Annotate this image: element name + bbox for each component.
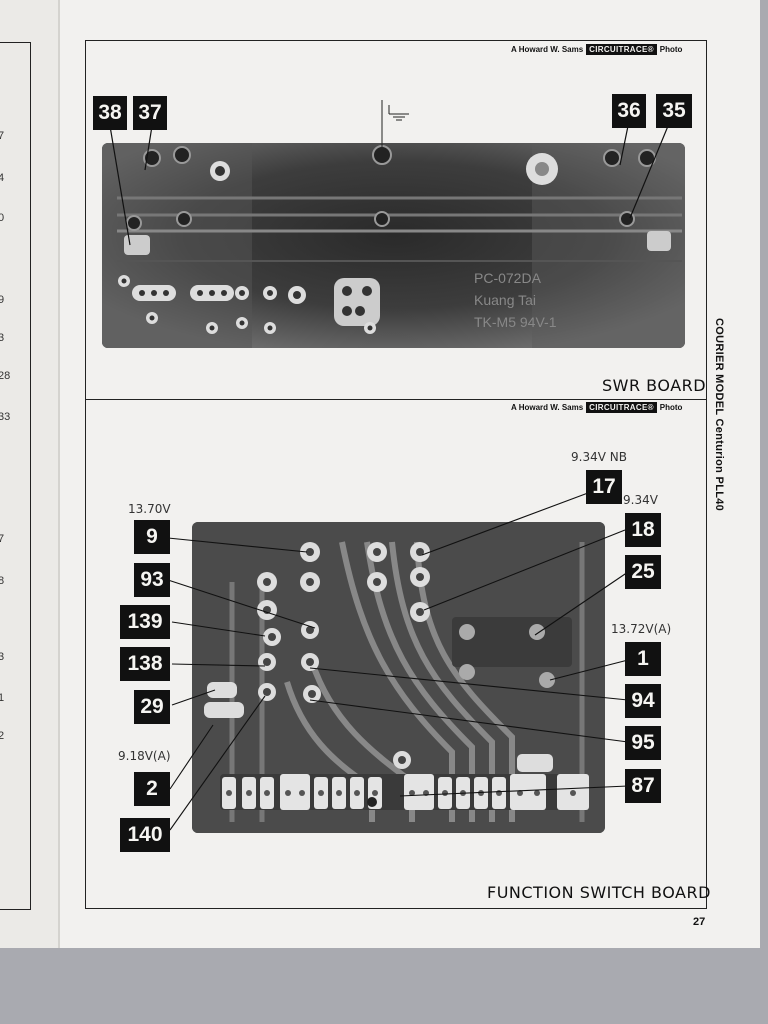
left-page-number: 3 <box>0 332 5 344</box>
function-leader-lines <box>167 486 629 831</box>
left-page-number: 33 <box>0 411 11 423</box>
voltage-label-2: 9.18V(A) <box>118 749 171 763</box>
tag-1: 1 <box>625 642 661 676</box>
tag-9: 9 <box>134 520 170 554</box>
tag-139: 139 <box>120 605 170 639</box>
tag-87: 87 <box>625 769 661 803</box>
left-page-edge: 7 4 0 9 3 28 33 7 8 3 1 2 <box>0 0 60 948</box>
tag-93: 93 <box>134 563 170 597</box>
figure-divider <box>85 399 707 400</box>
left-page-number: 9 <box>0 294 5 306</box>
ground-symbol-icon <box>375 100 415 160</box>
pcb-marking: Kuang Tai <box>474 292 536 308</box>
tag-25: 25 <box>625 555 661 589</box>
tag-36: 36 <box>612 94 646 128</box>
pcb-marking: TK-M5 94V-1 <box>474 314 557 330</box>
tag-37: 37 <box>133 96 167 130</box>
voltage-label-18: 9.34V <box>623 493 658 507</box>
photo-credit-swr: A Howard W. Sams CIRCUITRACE® Photo <box>511 44 682 55</box>
swr-board-photo: PC-072DA Kuang Tai TK-M5 94V-1 <box>102 143 685 348</box>
credit-prefix: A Howard W. Sams <box>511 403 584 412</box>
left-page-number: 8 <box>0 575 5 587</box>
page-number: 27 <box>693 916 706 928</box>
credit-brand: CIRCUITRACE® <box>586 44 657 55</box>
swr-board-title: SWR BOARD <box>602 376 707 395</box>
left-page-number: 3 <box>0 651 5 663</box>
left-page-number: 4 <box>0 172 5 184</box>
tag-138: 138 <box>120 647 170 681</box>
tag-18: 18 <box>625 513 661 547</box>
credit-suffix: Photo <box>659 403 683 412</box>
swr-leader-lines <box>109 125 669 246</box>
figure-frame <box>85 40 707 909</box>
side-title: COURIER MODEL Centurion PLL40 <box>713 318 725 512</box>
left-page-number: 2 <box>0 730 5 742</box>
left-page-number: 28 <box>0 370 11 382</box>
tag-2: 2 <box>134 772 170 806</box>
credit-brand: CIRCUITRACE® <box>586 402 657 413</box>
left-page-number: 0 <box>0 212 5 224</box>
tag-140: 140 <box>120 818 170 852</box>
photo-credit-function: A Howard W. Sams CIRCUITRACE® Photo <box>511 402 682 413</box>
manual-page: 7 4 0 9 3 28 33 7 8 3 1 2 A Howard W. Sa… <box>0 0 760 948</box>
pcb-marking: PC-072DA <box>474 270 542 286</box>
credit-suffix: Photo <box>659 45 683 54</box>
function-switch-board-title: FUNCTION SWITCH BOARD <box>487 883 711 902</box>
voltage-label-9: 13.70V <box>128 502 171 516</box>
tag-94: 94 <box>625 684 661 718</box>
tag-35: 35 <box>656 94 692 128</box>
left-page-number: 7 <box>0 130 5 142</box>
left-page-frame <box>0 42 31 910</box>
voltage-label-1: 13.72V(A) <box>611 622 672 636</box>
credit-prefix: A Howard W. Sams <box>511 45 584 54</box>
tag-29: 29 <box>134 690 170 724</box>
function-switch-board-photo <box>192 522 605 833</box>
tag-17: 17 <box>586 470 622 504</box>
tag-38: 38 <box>93 96 127 130</box>
voltage-label-17: 9.34V NB <box>571 450 627 464</box>
left-page-number: 7 <box>0 533 5 545</box>
left-page-number: 1 <box>0 692 5 704</box>
tag-95: 95 <box>625 726 661 760</box>
